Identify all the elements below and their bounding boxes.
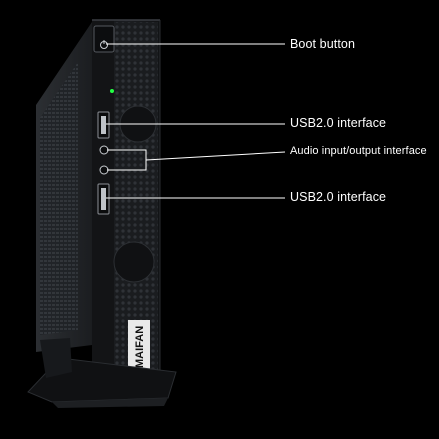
leader-lines (106, 43, 286, 199)
usb-port-top (97, 111, 110, 139)
lower-fan-grill (113, 241, 155, 283)
label-audio-interface: Audio input/output interface (290, 145, 427, 157)
case-stand (27, 338, 177, 408)
power-led (110, 89, 114, 93)
usb-port-bottom (97, 183, 110, 215)
audio-jack-top (99, 145, 109, 155)
svg-text:MAIFAN: MAIFAN (134, 326, 146, 368)
brand-logo: MAIFAN (128, 320, 150, 370)
case-front-panel (92, 19, 161, 372)
case-side-panel (36, 22, 92, 352)
label-boot-button: Boot button (290, 37, 356, 51)
label-usb-bottom: USB2.0 interface (290, 190, 387, 204)
label-usb-top: USB2.0 interface (290, 116, 387, 130)
audio-jack-bottom (99, 165, 109, 175)
boot-button (93, 25, 115, 53)
